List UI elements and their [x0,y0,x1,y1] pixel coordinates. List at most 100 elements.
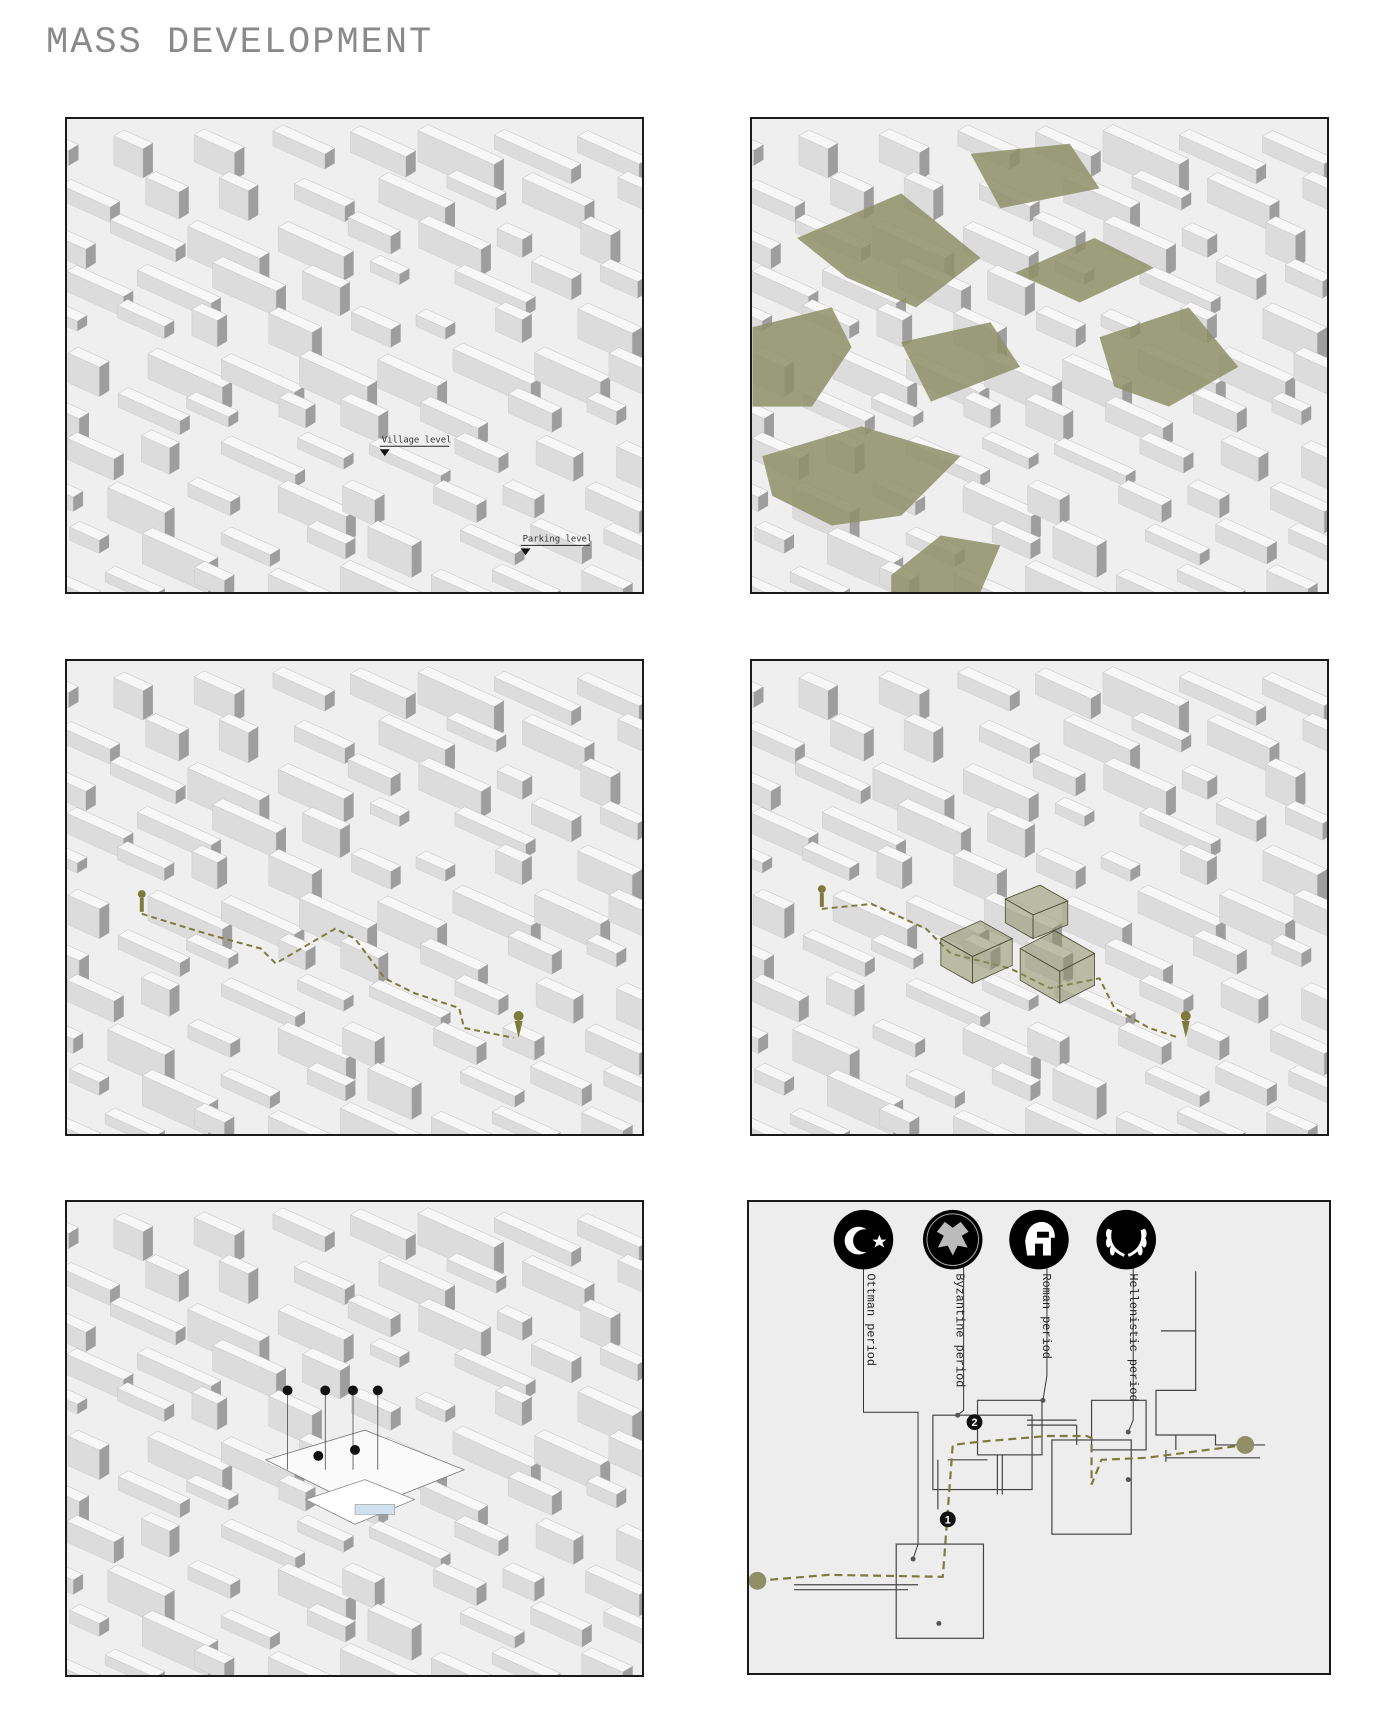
building-shadow [913,410,924,428]
building-wall [415,856,446,882]
building-shadow [753,144,764,166]
green-zone [891,535,1001,592]
panel-volumes [750,659,1329,1136]
building-shadow [169,442,180,475]
building-wall [113,135,144,179]
building-roof [603,522,642,547]
route-end-pin-icon [1180,1011,1191,1038]
building-wall [1193,393,1238,433]
building-shadow [758,1033,769,1054]
building-shadow [295,469,306,488]
building-shadow [175,243,186,263]
building-shadow [142,143,153,179]
building-wall [1145,1071,1200,1108]
route-start-dot [749,1571,767,1590]
building-shadow [1295,229,1306,268]
building-wall [1177,1111,1227,1134]
building-wall [492,1111,542,1134]
building-shadow [178,728,189,762]
building-roof [617,171,642,189]
building-shadow [164,1403,175,1422]
building-roof [1302,171,1327,189]
building-wall [278,939,306,971]
building-shadow [339,823,350,858]
building-wall [350,673,407,720]
panel-periods-massing [65,1200,644,1677]
building-wall [876,309,903,348]
building-wall [530,1607,583,1648]
building-shadow [573,452,584,482]
building-shadow [1024,823,1035,858]
building-wall [879,1109,910,1134]
building-shadow [637,821,642,841]
building-shadow [77,315,88,332]
building-shadow [1301,947,1312,968]
building-wall [871,939,914,970]
building-shadow [610,771,621,810]
building-shadow [178,1269,189,1303]
building-wall [979,725,1030,765]
building-wall [752,1036,759,1054]
building-shadow [476,499,487,523]
building-shadow [1199,548,1210,566]
building-shadow [915,1038,926,1058]
volume-box [1032,900,1069,940]
building-wall [1181,228,1208,258]
parking-level-label: Parking level [523,534,593,544]
building-shadow [1130,864,1141,882]
building-roof [617,1254,642,1272]
building-shadow [1181,192,1192,211]
building-wall [1052,526,1097,578]
building-shadow [1199,1090,1210,1108]
building-shadow [616,947,627,968]
building-wall [826,977,855,1017]
building-wall [370,802,400,828]
building-wall [876,851,903,890]
building-wall [67,729,111,765]
building-shadow [1028,994,1039,1012]
building-wall [495,307,523,344]
building-wall [347,1300,391,1338]
building-wall [581,570,623,592]
building-wall [872,1024,916,1058]
building-shadow [343,250,354,281]
building-shadow [234,1229,245,1263]
building-wall [608,353,642,395]
building-shadow [234,688,245,722]
building-shadow [1236,949,1247,975]
building-shadow [374,494,385,526]
building-wall [581,1653,623,1675]
building-wall [142,1075,209,1134]
building-wall [69,1609,100,1637]
building-wall [802,935,866,978]
building-shadow [230,496,241,516]
building-wall [460,1612,515,1649]
building-wall [268,1115,309,1134]
building-wall [218,1260,249,1305]
building-roof [1024,1102,1107,1134]
building-shadow [390,1313,401,1338]
building-shadow [534,1576,545,1602]
building-wall [294,725,345,765]
building-shadow [980,1011,991,1030]
building-roof [1176,1105,1247,1134]
building-wall [752,240,772,270]
building-roof [67,575,102,592]
building-wall [905,1074,956,1109]
building-shadow [632,1410,642,1447]
route-path [757,1434,1246,1582]
building-shadow [913,952,924,970]
building-shadow [1207,233,1218,258]
building-shadow [525,1379,536,1399]
building-shadow [919,146,930,180]
building-wall [802,847,850,882]
building-roof [67,402,90,419]
building-shadow [399,268,410,285]
building-wall [117,393,181,436]
building-wall [415,314,446,340]
crescent-star-icon [282,1385,293,1396]
building-roof [339,1102,422,1134]
building-wall [1100,856,1131,882]
building-shadow [854,984,865,1017]
building-shadow [445,322,456,340]
